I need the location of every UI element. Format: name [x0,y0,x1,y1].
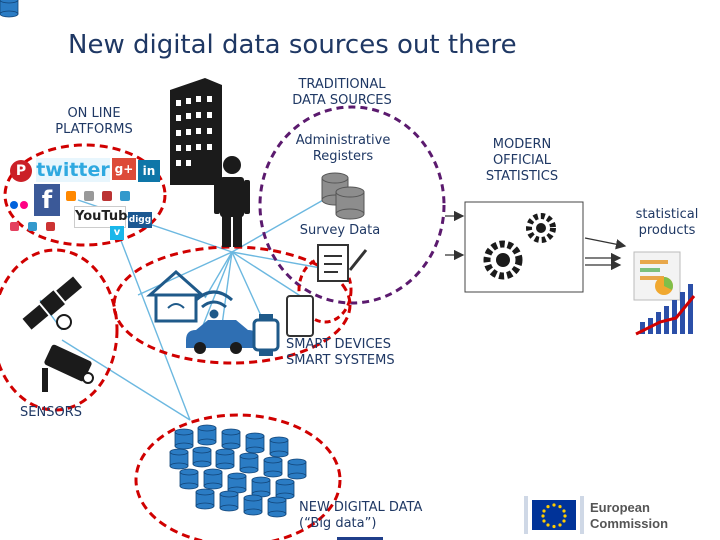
linkedin-icon: in [138,160,160,182]
flickr-icon [10,194,30,209]
digg-icon: digg [128,212,152,228]
sensors-label: SENSORS [20,405,82,420]
phone-icon [286,295,314,337]
car-icon [186,320,258,354]
processing-box [464,201,584,293]
page-title: New digital data sources out there [68,30,517,60]
logo-text: European Commission [590,500,669,531]
social-logos: P twitter g+ in f YouTube digg v [10,150,160,240]
youtube-icon: YouTube [74,206,136,228]
logo-divider-right [580,496,584,534]
twitter-icon: twitter [36,158,110,182]
google-plus-icon: g+ [112,158,136,180]
big-data-accent-circle [297,256,353,324]
misc-icons [10,216,70,231]
arrows [445,210,627,271]
smartwatch-icon [252,314,280,356]
eu-flag-icon [532,500,576,530]
admin-registers-label: Administrative Registers [295,133,391,164]
person-icon [214,156,250,247]
bottom-accent-bar [337,537,383,540]
facebook-icon: f [34,184,60,216]
online-platforms-circle [3,143,167,247]
gear-icon-small [526,213,556,243]
logo-divider [524,496,528,534]
smart-devices-label: SMART DEVICES SMART SYSTEMS [286,337,395,368]
statistical-products-label: statistical products [635,207,699,238]
survey-icon [317,244,368,282]
chart-icon [633,251,696,336]
satellite-icon [22,276,83,330]
online-platforms-label: ON LINE PLATFORMS [55,106,133,137]
modern-stats-label: MODERN OFFICIAL STATISTICS [485,137,559,184]
traditional-sources-label: TRADITIONAL DATA SOURCES [292,77,392,108]
house-wifi-icon [146,269,206,323]
traditional-sources-ellipse [258,105,446,305]
european-commission-logo: European Commission [520,492,716,538]
vimeo-icon: v [110,226,124,240]
sensors-circle [0,248,119,412]
wifi-icon [195,290,233,319]
small-app-icons [66,186,146,201]
building-icon [170,78,222,185]
smart-devices-circle [112,245,352,365]
survey-data-label: Survey Data [299,223,381,238]
big-data-circle [134,413,342,540]
camera-icon [42,344,94,392]
database-icon [321,172,365,220]
gear-icon-large [483,240,523,280]
big-data-databases-icon [0,0,307,518]
pinterest-icon: P [10,160,32,182]
big-data-label: NEW DIGITAL DATA (“Big data”) [299,500,423,531]
